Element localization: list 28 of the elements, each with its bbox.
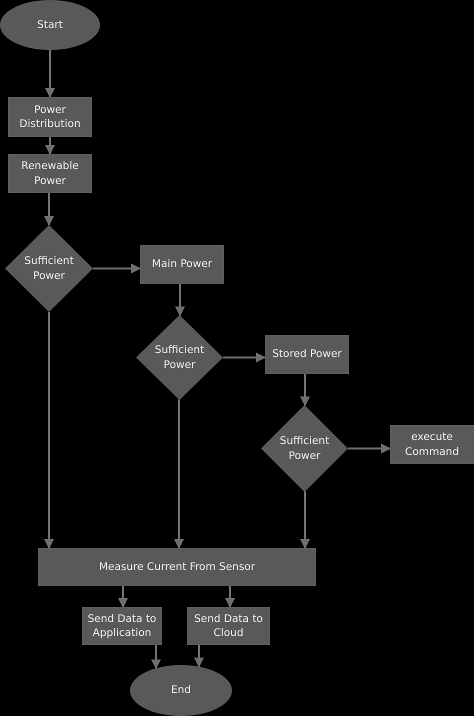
process-box: execute Command [390, 425, 474, 464]
process-box: Stored Power [265, 335, 349, 374]
terminal-ellipse: Start [0, 0, 100, 50]
arrow [194, 645, 204, 668]
arrow [300, 374, 310, 406]
arrow [118, 586, 128, 608]
decision-diamond: Sufficient Power [261, 405, 348, 492]
arrow [45, 137, 55, 155]
process-box: Send Data to Application [82, 607, 162, 645]
arrow [223, 352, 266, 362]
arrow [93, 264, 141, 274]
arrow [225, 586, 235, 608]
arrow [44, 312, 54, 549]
process-box: Renewable Power [8, 154, 92, 193]
arrow [175, 284, 185, 316]
arrow [300, 492, 310, 549]
decision-diamond: Sufficient Power [5, 225, 93, 312]
process-box: Measure Current From Sensor [38, 548, 316, 586]
process-box: Main Power [140, 245, 224, 284]
arrow [174, 400, 184, 549]
arrow [151, 645, 161, 670]
arrow [348, 444, 391, 454]
process-box: Send Data to Cloud [187, 607, 270, 645]
terminal-ellipse: End [130, 665, 232, 716]
process-box: Power Distribution [8, 97, 92, 137]
decision-diamond: Sufficient Power [136, 315, 223, 400]
arrow [44, 193, 54, 226]
arrow [45, 50, 55, 98]
